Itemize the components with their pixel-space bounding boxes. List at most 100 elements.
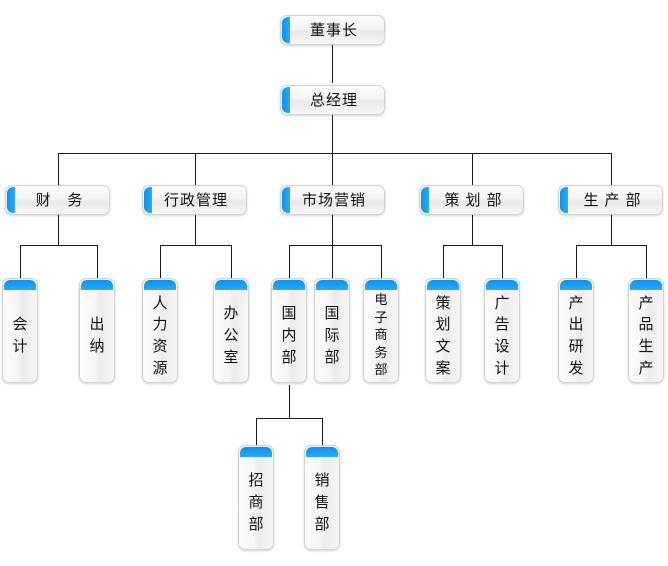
node-char: 告 [494, 315, 510, 334]
node-planning[interactable]: 策划部 [419, 185, 524, 215]
node-char: 部 [314, 514, 330, 533]
connector-finance-stem [58, 215, 59, 245]
node-accounting-label: 会 计 [3, 290, 37, 382]
node-investment-dept[interactable]: 招 商 部 [238, 445, 274, 550]
node-char: 招 [248, 471, 264, 490]
node-char: 商 [248, 493, 264, 512]
accent-bar-icon [240, 447, 272, 457]
node-char: 会 [12, 315, 28, 334]
node-domestic-dept-label: 国 内 部 [272, 290, 306, 382]
node-planning-label: 策划部 [444, 191, 508, 209]
connector-drop-investment [256, 418, 257, 445]
node-char: 策 [435, 293, 451, 312]
connector-drop-administration [195, 153, 196, 185]
node-char: 产 [638, 293, 654, 312]
node-general-manager[interactable]: 总经理 [280, 85, 385, 115]
accent-bar-icon [560, 187, 568, 213]
accent-bar-icon [486, 280, 518, 290]
accent-bar-icon [560, 280, 592, 290]
connector-marketing-stem [332, 215, 333, 245]
node-char: 室 [223, 347, 239, 366]
accent-bar-icon [282, 187, 290, 213]
node-product-manufacturing-label: 产 品 生 产 [629, 290, 663, 382]
node-marketing[interactable]: 市场营销 [280, 185, 385, 215]
node-rnd-output[interactable]: 产 出 研 发 [558, 278, 594, 383]
accent-bar-icon [306, 447, 338, 457]
node-production[interactable]: 生产部 [558, 185, 663, 215]
connector-drop-planning [472, 153, 473, 185]
accent-bar-icon [81, 280, 113, 290]
connector-gm-stem [332, 115, 333, 153]
node-char: 力 [152, 315, 168, 334]
node-char: 办 [223, 304, 239, 323]
node-sales-dept-label: 销 售 部 [305, 457, 339, 549]
node-finance[interactable]: 财 务 [5, 185, 110, 215]
node-char: 生 [638, 337, 654, 355]
node-char: 计 [12, 337, 28, 355]
node-production-label: 生产部 [583, 191, 647, 209]
node-administration-label: 行政管理 [163, 191, 228, 209]
accent-bar-icon [144, 280, 176, 290]
node-human-resources[interactable]: 人 力 资 源 [142, 278, 178, 383]
node-char: 部 [281, 347, 297, 366]
node-cashier[interactable]: 出 纳 [79, 278, 115, 383]
connector-drop-production [611, 153, 612, 185]
node-office-label: 办 公 室 [214, 290, 248, 382]
node-char: 子 [374, 310, 388, 326]
node-char: 国 [324, 304, 340, 323]
node-char: 部 [324, 347, 340, 366]
connector-drop-rnd [576, 245, 577, 278]
node-char: 务 [374, 345, 388, 361]
node-char: 商 [374, 328, 388, 344]
connector-administration-bus [160, 245, 231, 246]
node-international-dept-label: 国 际 部 [315, 290, 349, 382]
accent-bar-icon [4, 280, 36, 290]
connector-drop-office [231, 245, 232, 278]
node-ecommerce-dept[interactable]: 电 子 商 务 部 [363, 278, 399, 383]
node-product-manufacturing[interactable]: 产 品 生 产 [628, 278, 664, 383]
connector-drop-marketing [332, 153, 333, 185]
connector-drop-product-manufacturing [646, 245, 647, 278]
node-char: 销 [314, 471, 330, 490]
accent-bar-icon [316, 280, 348, 290]
accent-bar-icon [282, 87, 290, 113]
node-chairman[interactable]: 董事长 [280, 15, 385, 45]
node-domestic-dept[interactable]: 国 内 部 [271, 278, 307, 383]
connector-chairman-to-gm [332, 45, 333, 83]
node-char: 案 [435, 358, 451, 377]
connector-drop-cashier [97, 245, 98, 278]
connector-production-bus [576, 245, 646, 246]
node-finance-label: 财 务 [35, 191, 89, 209]
node-char: 人 [152, 293, 168, 312]
node-ad-design-label: 广 告 设 计 [485, 290, 519, 382]
node-accounting[interactable]: 会 计 [2, 278, 38, 383]
node-char: 部 [248, 514, 264, 533]
node-international-dept[interactable]: 国 际 部 [314, 278, 350, 383]
connector-planning-bus [443, 245, 502, 246]
node-planning-copy-label: 策 划 文 案 [426, 290, 460, 382]
node-char: 品 [638, 315, 654, 334]
node-char: 源 [152, 358, 168, 377]
node-planning-copy[interactable]: 策 划 文 案 [425, 278, 461, 383]
node-char: 计 [494, 358, 510, 377]
node-rnd-output-label: 产 出 研 发 [559, 290, 593, 382]
node-chairman-label: 董事长 [309, 21, 358, 39]
node-sales-dept[interactable]: 销 售 部 [304, 445, 340, 550]
connector-drop-ad-design [502, 245, 503, 278]
node-office[interactable]: 办 公 室 [213, 278, 249, 383]
node-ad-design[interactable]: 广 告 设 计 [484, 278, 520, 383]
node-char: 国 [281, 304, 297, 323]
connector-marketing-bus [289, 245, 381, 246]
accent-bar-icon [273, 280, 305, 290]
accent-bar-icon [630, 280, 662, 290]
node-char: 出 [568, 315, 584, 334]
connector-drop-accounting [20, 245, 21, 278]
node-administration[interactable]: 行政管理 [142, 185, 247, 215]
node-investment-dept-label: 招 商 部 [239, 457, 273, 549]
node-char: 内 [281, 326, 297, 345]
accent-bar-icon [421, 187, 429, 213]
accent-bar-icon [7, 187, 15, 213]
node-marketing-label: 市场营销 [301, 191, 366, 209]
connector-production-stem [611, 215, 612, 245]
node-char: 资 [152, 337, 168, 355]
